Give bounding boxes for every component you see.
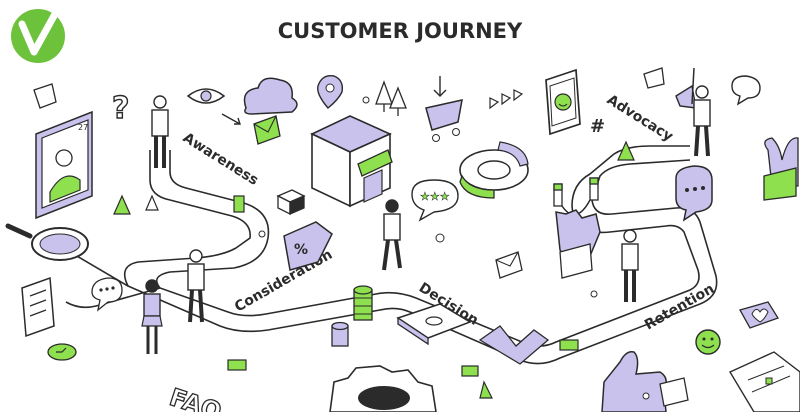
faq-text: FAQ xyxy=(166,383,225,412)
logo-icon xyxy=(11,9,65,63)
person-consideration-woman xyxy=(141,279,163,354)
eye-icon xyxy=(186,88,226,104)
hashtag-icon: # xyxy=(590,116,605,137)
play-arrows-icon xyxy=(489,89,524,110)
person-consideration-man xyxy=(187,249,205,323)
thumbs-up-icon xyxy=(601,350,689,412)
banknote-icon xyxy=(396,303,472,346)
tree-icon xyxy=(375,80,407,116)
gift-icon xyxy=(276,189,306,216)
donut-chart-icon xyxy=(459,141,529,199)
page-title: CUSTOMER JOURNEY xyxy=(278,19,523,43)
decorative-shapes xyxy=(113,96,650,400)
faq-icon: FAQ xyxy=(165,382,225,412)
person-awareness xyxy=(151,95,169,168)
stage-label-awareness: Awareness xyxy=(180,130,261,189)
chat-bubble-icon xyxy=(91,277,123,312)
envelope-icon xyxy=(253,115,281,145)
chat-bubble-icon xyxy=(731,75,761,106)
stage-label-advocacy: Advocacy xyxy=(604,92,676,145)
person-advocacy xyxy=(691,67,711,157)
trend-graph-icon xyxy=(478,325,550,365)
plant-icon xyxy=(763,137,799,201)
question-icon: ? xyxy=(111,90,130,126)
rating-stars-icon: ★★★ xyxy=(411,179,459,222)
magnifier-icon xyxy=(5,223,89,261)
chat-bubble-icon xyxy=(675,165,713,222)
person-decision xyxy=(382,199,402,271)
gear-icon xyxy=(329,365,437,412)
smartphone-icon xyxy=(545,68,581,136)
heart-icon xyxy=(739,301,779,329)
clock-icon xyxy=(47,343,77,361)
envelope-icon xyxy=(495,251,523,279)
profile-card: 27 xyxy=(35,110,93,220)
svg-text:#: # xyxy=(590,116,605,137)
coin-stack-icon xyxy=(331,285,373,347)
person-retention xyxy=(621,229,639,302)
location-pin-icon xyxy=(317,75,344,109)
cloud-icon xyxy=(243,77,298,115)
smiley-icon xyxy=(695,329,721,355)
svg-text:%: % xyxy=(294,242,308,258)
arrow-icon xyxy=(221,113,241,125)
calendar-day: 27 xyxy=(78,123,88,132)
chat-bubble-icon xyxy=(33,83,57,109)
chat-bubble-icon xyxy=(643,67,665,89)
store-icon xyxy=(310,115,393,208)
svg-text:?: ? xyxy=(112,91,129,126)
hand-magnet-icon xyxy=(553,177,601,279)
svg-text:★★★: ★★★ xyxy=(420,190,450,203)
price-tag-icon: % xyxy=(283,221,333,271)
stage-label-retention: Retention xyxy=(642,281,717,334)
checklist-icon xyxy=(728,351,800,412)
shopping-cart-icon xyxy=(425,76,463,142)
checklist-icon xyxy=(21,276,55,338)
